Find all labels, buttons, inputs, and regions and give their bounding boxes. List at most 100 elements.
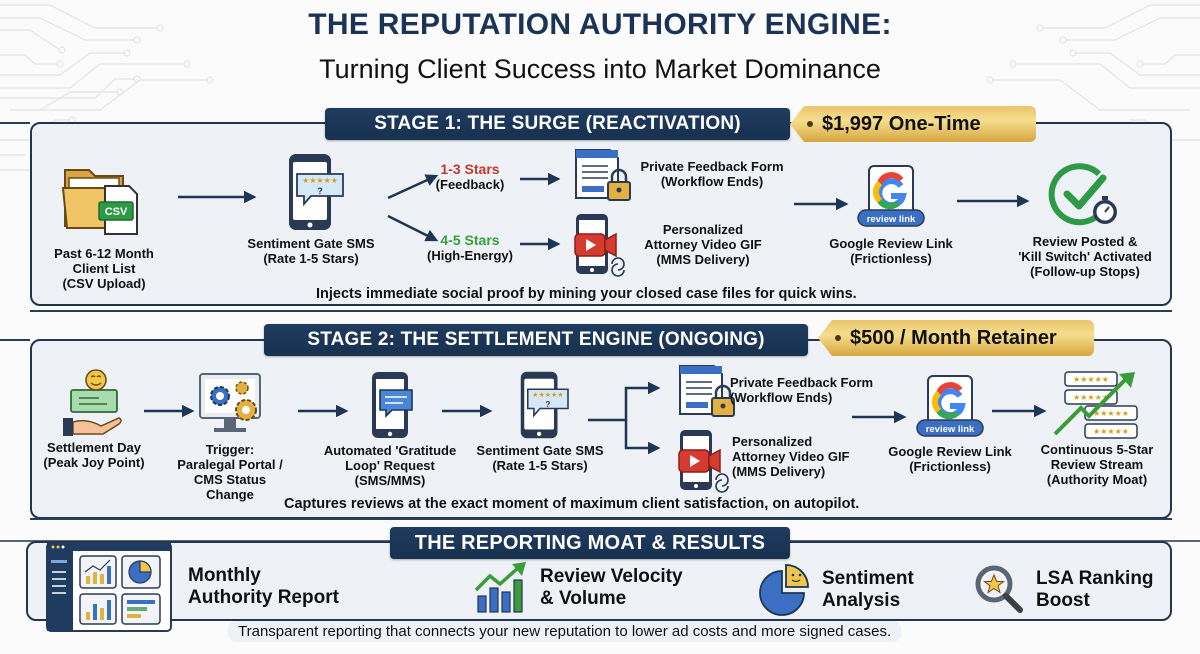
branch-title: 4-5 Stars <box>440 232 500 248</box>
node-label-line: Review Posted & <box>1032 234 1138 249</box>
branch-title: 1-3 Stars <box>440 161 500 177</box>
stage2-banner: STAGE 2: THE SETTLEMENT ENGINE (ONGOING) <box>264 324 808 356</box>
stage2-price: $500 / Month Retainer <box>850 327 1057 349</box>
node-label-line: (Frictionless) <box>850 251 932 266</box>
svg-text:★★★★★: ★★★★★ <box>1073 393 1109 402</box>
node-label-line: Paralegal Portal / <box>177 457 283 472</box>
node-label-line: Attorney Video GIF <box>644 237 762 252</box>
branch-low-rating: 1-3 Stars (Feedback) <box>430 161 510 193</box>
divider-line <box>0 339 30 341</box>
reporting-banner: THE REPORTING MOAT & RESULTS <box>390 527 790 559</box>
branch-subtitle: (High-Energy) <box>427 248 513 263</box>
flow-arrow <box>442 404 493 418</box>
growth-chart-icon <box>474 562 526 613</box>
check-stopwatch-icon <box>1048 163 1117 226</box>
flow-arrow <box>852 410 907 424</box>
report-label-line: Review Velocity <box>540 566 683 587</box>
stage1-step-review-posted: Review Posted & 'Kill Switch' Activated … <box>1010 160 1160 279</box>
phone-video-icon <box>574 214 625 277</box>
bullet-dot <box>807 121 813 127</box>
node-label-line: (Follow-up Stops) <box>1030 264 1140 279</box>
stage2-step-sentiment-gate: ★★★★★ ? Sentiment Gate SMS (Rate 1-5 Sta… <box>470 370 610 473</box>
node-label-line: (Rate 1-5 Stars) <box>492 458 588 473</box>
phone-video-icon <box>678 430 729 493</box>
report-label-line: & Volume <box>540 588 627 609</box>
report-label-line: Analysis <box>822 590 901 611</box>
branch-arrows <box>387 174 439 242</box>
dashboard-report-icon <box>46 542 172 632</box>
flow-arrow <box>520 237 561 251</box>
node-label-line: Private Feedback Form <box>730 375 874 390</box>
stage2-step-trigger: Trigger: Paralegal Portal / CMS Status C… <box>170 370 290 502</box>
stage2-step-gratitude-loop: Automated 'Gratitude Loop' Request (SMS/… <box>312 370 468 488</box>
report-label-line: Authority Report <box>188 587 339 608</box>
node-label-line: Client List <box>72 261 136 276</box>
svg-text:?: ? <box>545 400 550 409</box>
stage2-step-google-review: review link Google Review Link (Friction… <box>880 374 1020 474</box>
flow-arrow <box>298 404 349 418</box>
stage2-caption: Captures reviews at the exact moment of … <box>284 496 860 512</box>
node-label-line: (Frictionless) <box>909 459 991 474</box>
node-label-line: Google Review Link <box>829 236 953 251</box>
reporting-caption: Transparent reporting that connects your… <box>228 621 902 642</box>
node-label-line: Google Review Link <box>888 444 1012 459</box>
flow-arrow <box>520 172 561 186</box>
stage2-step-settlement-day: Settlement Day (Peak Joy Point) <box>34 366 154 470</box>
svg-text:★★★★★: ★★★★★ <box>532 391 563 399</box>
page-title: THE REPUTATION AUTHORITY ENGINE: <box>308 8 892 41</box>
branch-connector <box>588 381 661 455</box>
phone-rating-icon: ★★★★★ ? <box>289 154 344 230</box>
flow-arrow <box>178 190 257 204</box>
svg-text:★★★★★: ★★★★★ <box>302 176 338 185</box>
stage2-step-review-stream: ★★★★★ ★★★★★ ★★★★★ ★★★★★ Continuous 5-Sta… <box>1030 368 1164 487</box>
svg-text:★★★★★: ★★★★★ <box>1073 375 1109 384</box>
svg-text:review link: review link <box>926 424 975 435</box>
stage1-price-tag: $1,997 One-Time Setup <box>790 106 1036 142</box>
report-item-monthly: Monthly Authority Report <box>46 542 339 632</box>
page-subtitle: Turning Client Success into Market Domin… <box>319 54 881 84</box>
svg-text:★★★★★: ★★★★★ <box>1093 427 1129 436</box>
node-label-line: Personalized <box>662 222 744 237</box>
node-label-line: Past 6-12 Month <box>54 246 154 261</box>
node-label-line: Automated 'Gratitude <box>323 443 457 458</box>
node-label-line: (Workflow Ends) <box>660 174 764 189</box>
folder-csv-icon: CSV <box>61 169 138 235</box>
node-label-line: Private Feedback Form <box>640 159 784 174</box>
node-label-line: Trigger: <box>205 442 255 457</box>
svg-text:CSV: CSV <box>105 206 128 218</box>
node-label-line: CMS Status Change <box>193 472 267 502</box>
magnifier-star-icon <box>975 565 1023 613</box>
stage1-step-sentiment-gate: ★★★★★ ? Sentiment Gate SMS (Rate 1-5 Sta… <box>236 152 386 266</box>
report-item-sentiment: Sentiment Analysis <box>758 563 914 617</box>
node-label-line: 'Kill Switch' Activated <box>1018 249 1152 264</box>
node-label-line: Loop' Request <box>345 458 435 473</box>
stage1-step-private-feedback: Private Feedback Form (Workflow Ends) <box>632 159 792 189</box>
feedback-form-lock-icon <box>679 365 735 417</box>
node-label-line: (MMS Delivery) <box>656 252 750 267</box>
feedback-form-lock-icon <box>575 149 631 201</box>
node-label-line: Review Stream <box>1050 457 1144 472</box>
report-label-line: Sentiment <box>822 568 914 589</box>
node-label-line: (CSV Upload) <box>62 276 146 291</box>
stage1-banner: STAGE 1: THE SURGE (REACTIVATION) <box>325 108 790 140</box>
report-label-line: Boost <box>1036 590 1090 611</box>
stage1-step-google-review: review link Google Review Link (Friction… <box>826 164 956 266</box>
stage1-step-video-gif: Personalized Attorney Video GIF (MMS Del… <box>628 222 778 267</box>
node-label-line: Settlement Day <box>47 440 141 455</box>
node-label-line: (Peak Joy Point) <box>43 455 145 470</box>
node-label-line: (SMS/MMS) <box>354 473 426 488</box>
phone-chat-icon <box>372 372 413 438</box>
flow-arrow <box>794 197 849 211</box>
stage2-step-video-gif: Personalized Attorney Video GIF (MMS Del… <box>732 434 872 479</box>
node-label-line: Personalized <box>732 434 813 449</box>
node-label-line: Sentiment Gate SMS <box>476 443 604 458</box>
node-label-line: (Workflow Ends) <box>730 390 833 405</box>
stage1-price: $1,997 One-Time Setup <box>822 113 981 135</box>
report-label-line: LSA Ranking <box>1036 568 1154 589</box>
stage1-step-client-list: CSV Past 6-12 Month Client List (CSV Upl… <box>38 160 170 291</box>
stage1-caption: Injects immediate social proof by mining… <box>316 286 857 302</box>
report-item-velocity: Review Velocity & Volume <box>474 562 683 614</box>
google-review-link-icon: review link <box>857 165 925 227</box>
sentiment-pie-icon <box>759 564 809 616</box>
node-label-line: (MMS Delivery) <box>732 464 826 479</box>
